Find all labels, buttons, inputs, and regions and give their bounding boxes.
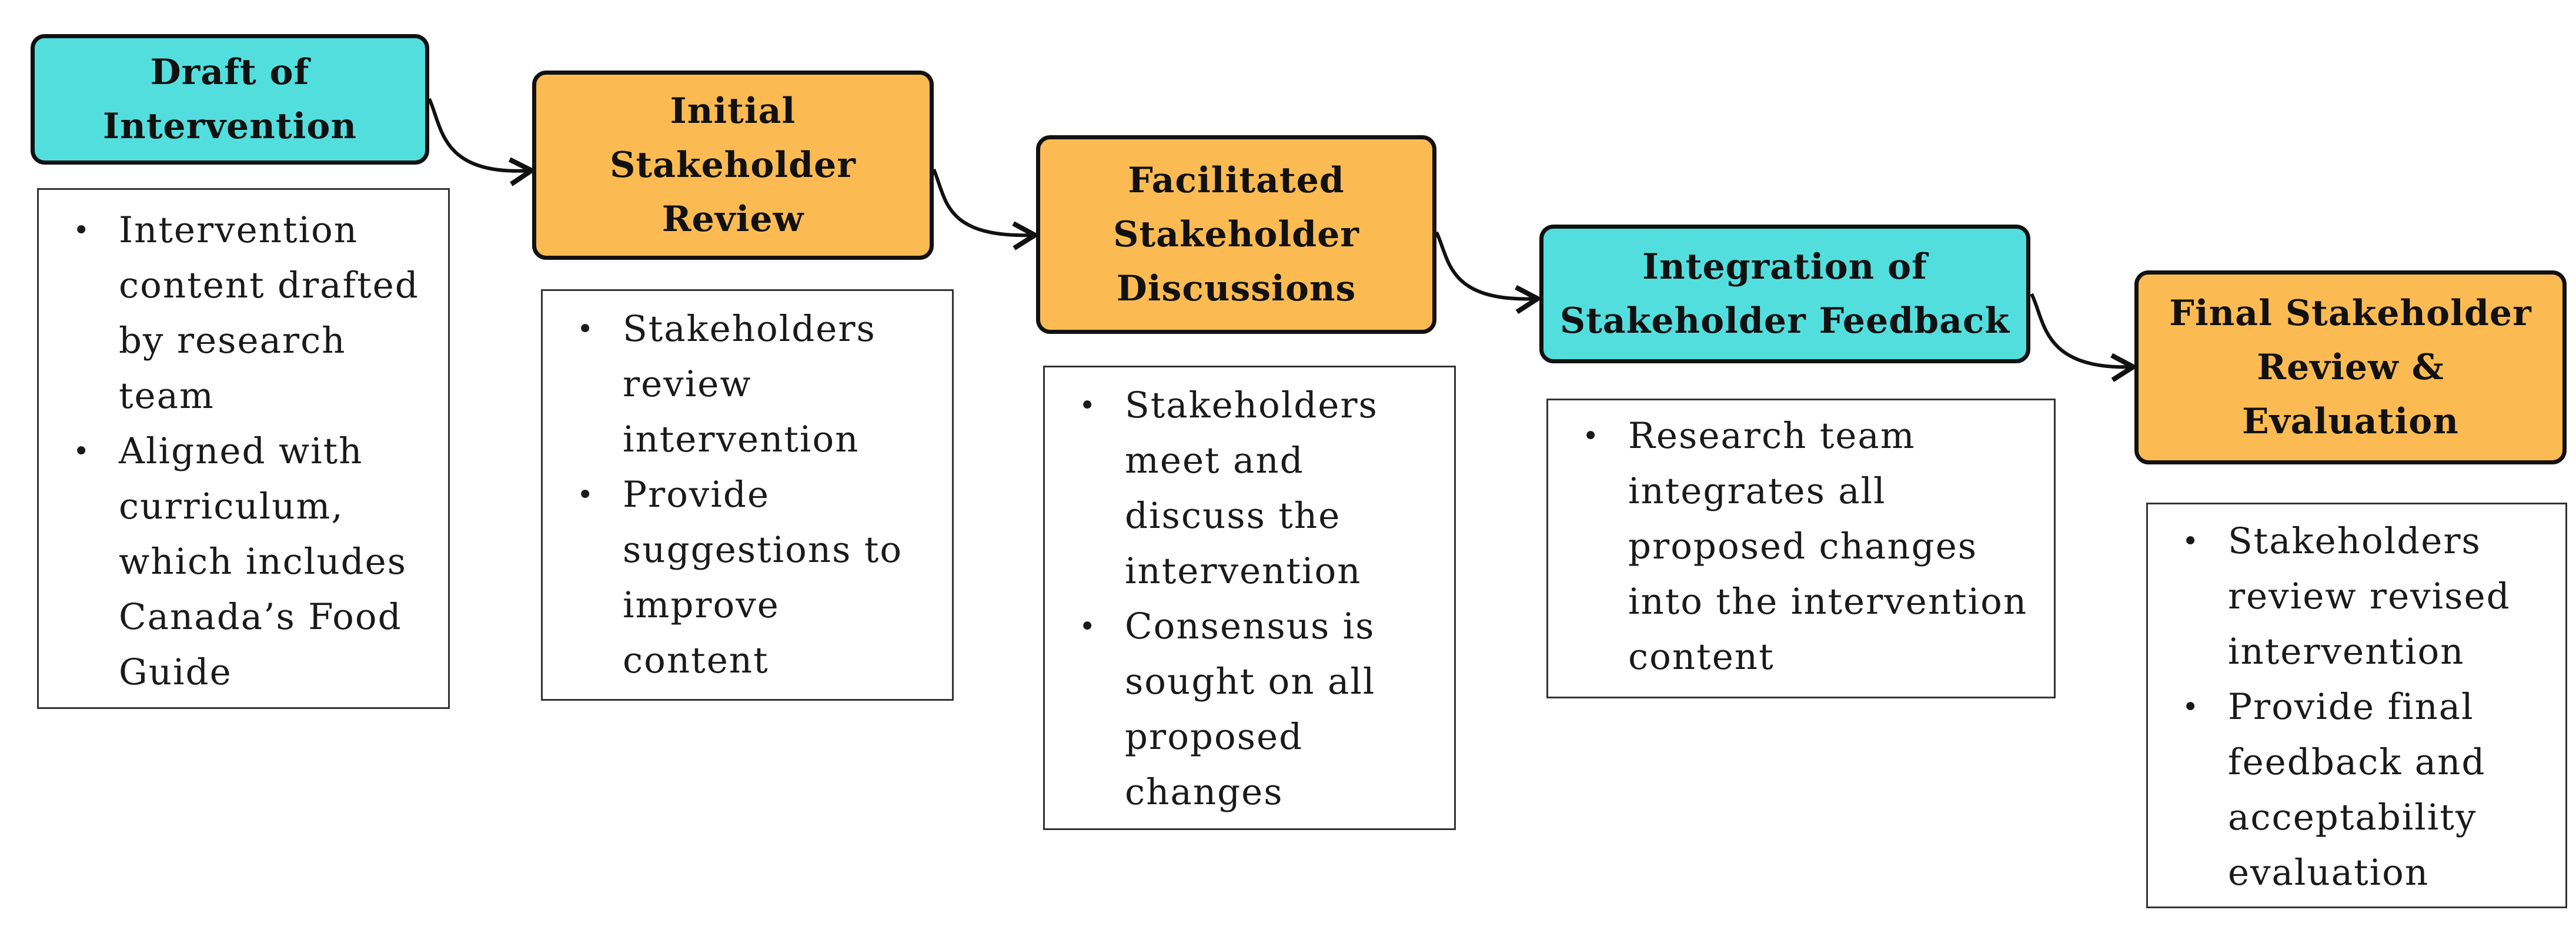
- stage-title-line: Intervention: [103, 106, 357, 147]
- bullet-line: Stakeholders: [1125, 384, 1378, 426]
- bullet-line: by research: [119, 320, 346, 362]
- stage-initial-stakeholder-review: Initial Stakeholder Review: [532, 71, 934, 260]
- note-integration-of-stakeholder-feedback: Research team integrates all proposed ch…: [1546, 399, 2056, 698]
- bullet-item: Intervention content drafted by research…: [39, 203, 448, 424]
- bullet-item: Aligned with curriculum, which includes …: [39, 424, 448, 700]
- arrow-1-to-2: [427, 98, 534, 186]
- bullet-line: Canada’s Food: [119, 596, 402, 638]
- stage-facilitated-stakeholder-discussions: Facilitated Stakeholder Discussions: [1036, 135, 1436, 334]
- bullet-line: Provide final: [2228, 686, 2474, 728]
- bullet-line: Consensus is: [1125, 606, 1375, 647]
- bullet-line: intervention: [1125, 550, 1362, 592]
- stage-title-line: Integration of: [1642, 246, 1927, 287]
- stage-integration-of-stakeholder-feedback: Integration of Stakeholder Feedback: [1539, 225, 2030, 363]
- stage-title-line: Facilitated: [1128, 160, 1345, 201]
- bullet-line: Research team: [1628, 415, 1916, 457]
- stage-title-line: Draft of: [150, 52, 310, 93]
- arrow-2-to-3: [932, 168, 1038, 250]
- bullet-line: content: [623, 640, 769, 681]
- stage-title-line: Stakeholder: [1113, 214, 1359, 255]
- stage-draft-of-intervention: Draft of Intervention: [31, 34, 429, 165]
- bullet-line: improve: [623, 584, 780, 626]
- bullet-line: Guide: [119, 651, 232, 693]
- bullet-line: team: [119, 375, 215, 417]
- bullet-line: which includes: [119, 541, 407, 583]
- bullet-line: Stakeholders: [623, 308, 876, 350]
- bullet-line: intervention: [2228, 631, 2465, 673]
- bullet-line: proposed changes: [1628, 526, 1978, 567]
- bullet-line: sought on all: [1125, 661, 1376, 703]
- note-draft-of-intervention: Intervention content drafted by research…: [37, 188, 450, 709]
- stage-title-line: Stakeholder: [610, 145, 856, 186]
- stage-title-line: Discussions: [1116, 268, 1357, 309]
- bullet-item: Consensus is sought on all proposed chan…: [1045, 599, 1454, 820]
- bullet-line: discuss the: [1125, 495, 1341, 537]
- bullet-line: Aligned with: [119, 430, 363, 472]
- bullet-line: Stakeholders: [2228, 520, 2481, 562]
- bullet-line: into the intervention: [1628, 581, 2028, 623]
- bullet-line: integrates all: [1628, 470, 1886, 512]
- stage-title-line: Review: [661, 199, 804, 240]
- bullet-item: Stakeholders meet and discuss the interv…: [1045, 378, 1454, 599]
- note-facilitated-stakeholder-discussions: Stakeholders meet and discuss the interv…: [1043, 366, 1456, 830]
- bullet-line: suggestions to: [623, 529, 903, 571]
- bullet-line: meet and: [1125, 440, 1304, 481]
- stage-title-line: Review &: [2257, 347, 2444, 388]
- bullet-item: Stakeholders review intervention: [543, 302, 952, 467]
- bullet-line: content drafted: [119, 265, 419, 306]
- bullet-line: acceptability: [2228, 797, 2477, 838]
- bullet-line: feedback and: [2228, 741, 2486, 783]
- bullet-item: Research team integrates all proposed ch…: [1548, 409, 2054, 685]
- note-final-stakeholder-review-evaluation: Stakeholders review revised intervention…: [2146, 503, 2567, 908]
- bullet-line: Provide: [623, 474, 770, 516]
- bullet-line: curriculum,: [119, 486, 344, 527]
- bullet-line: Intervention: [119, 209, 359, 251]
- bullet-line: review: [623, 363, 752, 405]
- bullet-line: content: [1628, 636, 1775, 678]
- stage-title-line: Evaluation: [2242, 401, 2459, 442]
- bullet-item: Stakeholders review revised intervention: [2148, 514, 2565, 680]
- bullet-line: evaluation: [2228, 852, 2430, 894]
- arrow-4-to-5: [2030, 293, 2136, 382]
- bullet-line: intervention: [623, 419, 860, 460]
- note-initial-stakeholder-review: Stakeholders review intervention Provide…: [541, 289, 954, 701]
- stage-title-line: Initial: [670, 91, 796, 132]
- stage-title-line: Stakeholder Feedback: [1559, 300, 2010, 342]
- bullet-line: proposed: [1125, 716, 1304, 758]
- bullet-item: Provide final feedback and acceptability…: [2148, 680, 2565, 901]
- bullet-line: review revised: [2228, 576, 2511, 617]
- bullet-line: changes: [1125, 771, 1284, 813]
- arrow-3-to-4: [1435, 231, 1541, 315]
- stage-title-line: Final Stakeholder: [2169, 293, 2532, 334]
- stage-final-stakeholder-review-evaluation: Final Stakeholder Review & Evaluation: [2134, 270, 2567, 464]
- bullet-item: Provide suggestions to improve content: [543, 467, 952, 688]
